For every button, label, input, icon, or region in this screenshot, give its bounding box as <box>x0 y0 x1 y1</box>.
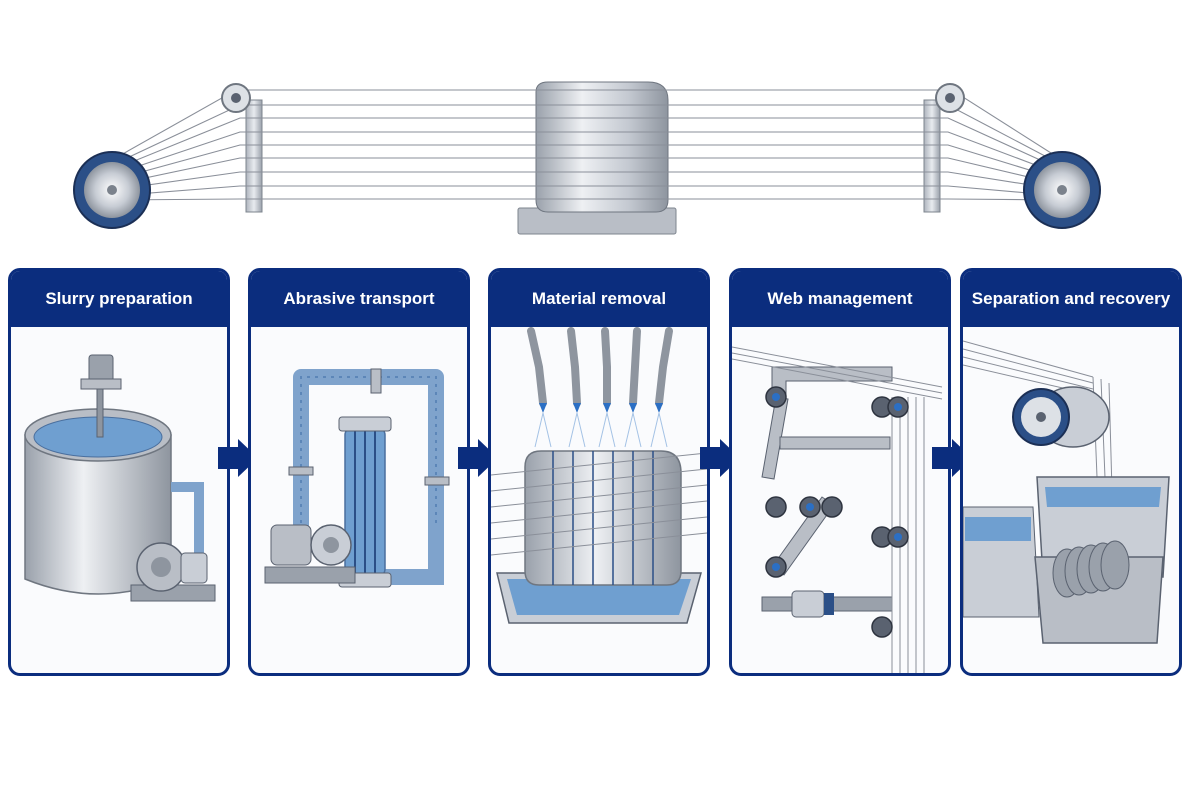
step-panel-abrasive-transport: Abrasive transport <box>248 268 470 676</box>
left-guide-roller <box>221 83 251 113</box>
right-guide-roller <box>935 83 965 113</box>
left-wire-wheel <box>73 151 151 229</box>
right-post <box>923 99 941 213</box>
step-panel-slurry-preparation: Slurry preparation <box>8 268 230 676</box>
step-panel-material-removal: Material removal <box>488 268 710 676</box>
guide-pulleys-icon <box>732 346 943 673</box>
step-panel-web-management: Web management <box>729 268 951 676</box>
right-wire-wheel <box>1023 151 1101 229</box>
step-panel-separation-and-recovery: Separation and recovery <box>960 268 1182 676</box>
slicing-nozzles-icon <box>491 327 707 624</box>
step-title: Slurry preparation <box>11 271 227 327</box>
pump-piping-icon <box>264 368 450 588</box>
recovery-tanks-icon <box>963 340 1170 644</box>
step-title: Web management <box>732 271 948 327</box>
step-title: Abrasive transport <box>251 271 467 327</box>
wire-web <box>111 89 1063 201</box>
wire-saw-overview <box>73 81 1101 235</box>
step-title: Material removal <box>491 271 707 327</box>
left-post <box>245 99 263 213</box>
ingot-block <box>535 81 669 213</box>
mixing-tank-icon <box>24 354 216 602</box>
step-title: Separation and recovery <box>963 271 1179 327</box>
